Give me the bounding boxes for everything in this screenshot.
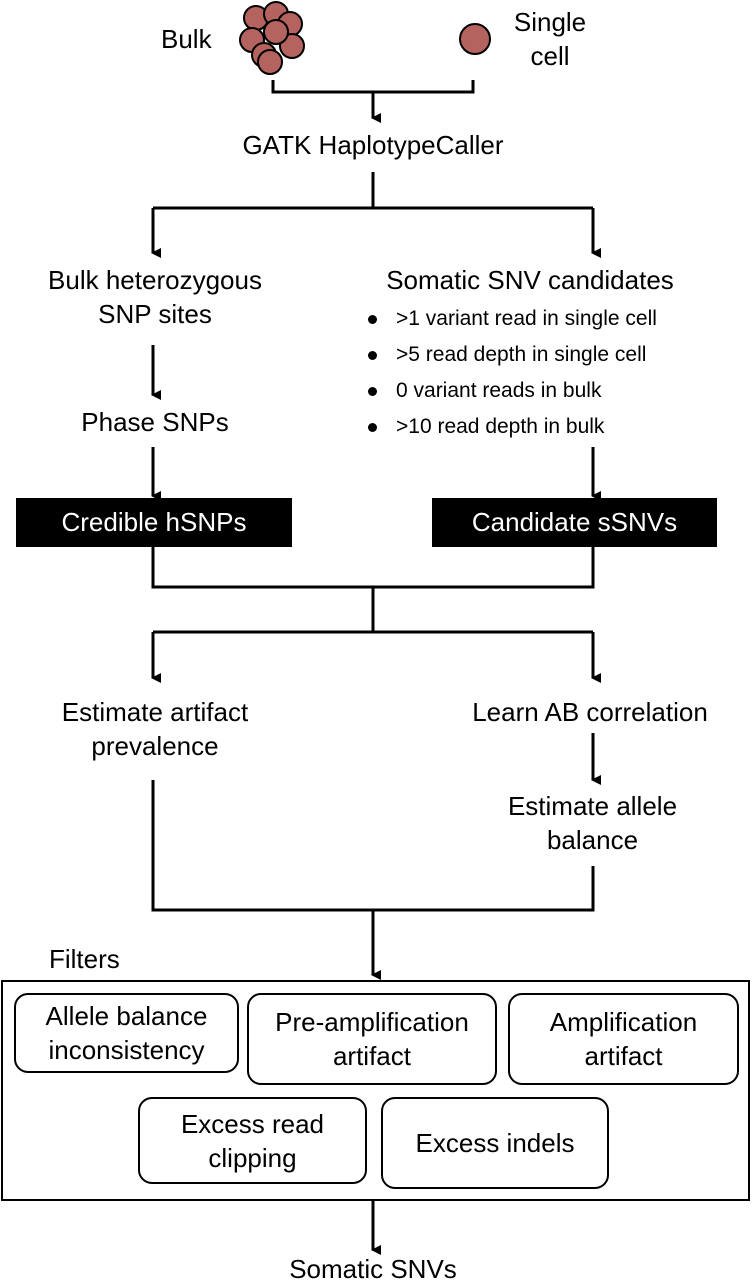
allele-line2: balance [546, 825, 639, 855]
filters-container [1, 980, 750, 1201]
filter-4-line2: clipping [208, 1142, 297, 1173]
filter-1-line1: Allele balance [45, 1001, 208, 1031]
filter-2-line2: artifact [332, 1041, 411, 1071]
box-merge-line [151, 547, 595, 589]
somatic-snv-candidates-node: Somatic SNV candidates [386, 265, 674, 295]
filter-amplification-artifact: Amplification artifact [508, 993, 739, 1085]
filter-3-line1: Amplification [549, 1007, 698, 1037]
criteria-bullet-1-icon [368, 315, 377, 324]
criteria-bullet-2-icon [368, 351, 377, 360]
gatk-haplotypecaller-node: GATK HaplotypeCaller [242, 130, 504, 160]
allele-line1: Estimate allele [507, 791, 678, 821]
estimate-allele-balance-node: Estimate allele balance [455, 789, 730, 857]
artifact-line1: Estimate artifact [61, 697, 249, 727]
filter-pre-amplification-artifact: Pre-amplification artifact [247, 993, 497, 1085]
filter-2-line1: Pre-amplification [275, 1007, 469, 1037]
filter-5-line1: Excess indels [415, 1128, 575, 1158]
filter-excess-indels: Excess indels [381, 1097, 609, 1189]
criteria-item-1: >1 variant read in single cell [396, 307, 657, 330]
single-cell-label-line2: cell [530, 41, 570, 71]
artifact-line2: prevalence [91, 731, 219, 761]
estimate-artifact-prevalence-node: Estimate artifact prevalence [5, 695, 305, 763]
criteria-item-4: >10 read depth in bulk [396, 415, 605, 438]
filter-4-line1: Excess read [180, 1108, 325, 1139]
filter-allele-balance-inconsistency: Allele balance inconsistency [14, 993, 239, 1073]
source-merge-line [271, 80, 475, 94]
candidate-ssnvs-box: Candidate sSNVs [432, 498, 717, 547]
learn-ab-correlation-node: Learn AB correlation [472, 697, 708, 727]
credible-hsnps-box: Credible hSNPs [16, 498, 292, 547]
filter-1-line2: inconsistency [48, 1035, 205, 1065]
criteria-bullet-4-icon [368, 423, 377, 432]
bulk-cell-cluster-icon [239, 1, 305, 75]
bulk-hsnp-line2: SNP sites [98, 299, 212, 329]
single-cell-label-line1: Single [513, 7, 587, 37]
bulk-hsnp-node: Bulk heterozygous SNP sites [5, 263, 305, 331]
single-cell-icon [459, 23, 491, 55]
bulk-hsnp-line1: Bulk heterozygous [48, 265, 262, 295]
filter-excess-read-clipping: Excess read clipping [138, 1097, 367, 1184]
bulk-label: Bulk [161, 24, 212, 54]
criteria-item-3: 0 variant reads in bulk [396, 379, 602, 402]
phase-snps-node: Phase SNPs [81, 407, 229, 437]
criteria-bullet-3-icon [368, 387, 377, 396]
somatic-snvs-output-node: Somatic SNVs [289, 1254, 457, 1284]
criteria-item-2: >5 read depth in single cell [396, 343, 647, 366]
filters-label: Filters [49, 944, 120, 974]
filter-3-line2: artifact [584, 1041, 663, 1071]
single-cell-label: Single cell [500, 5, 600, 73]
